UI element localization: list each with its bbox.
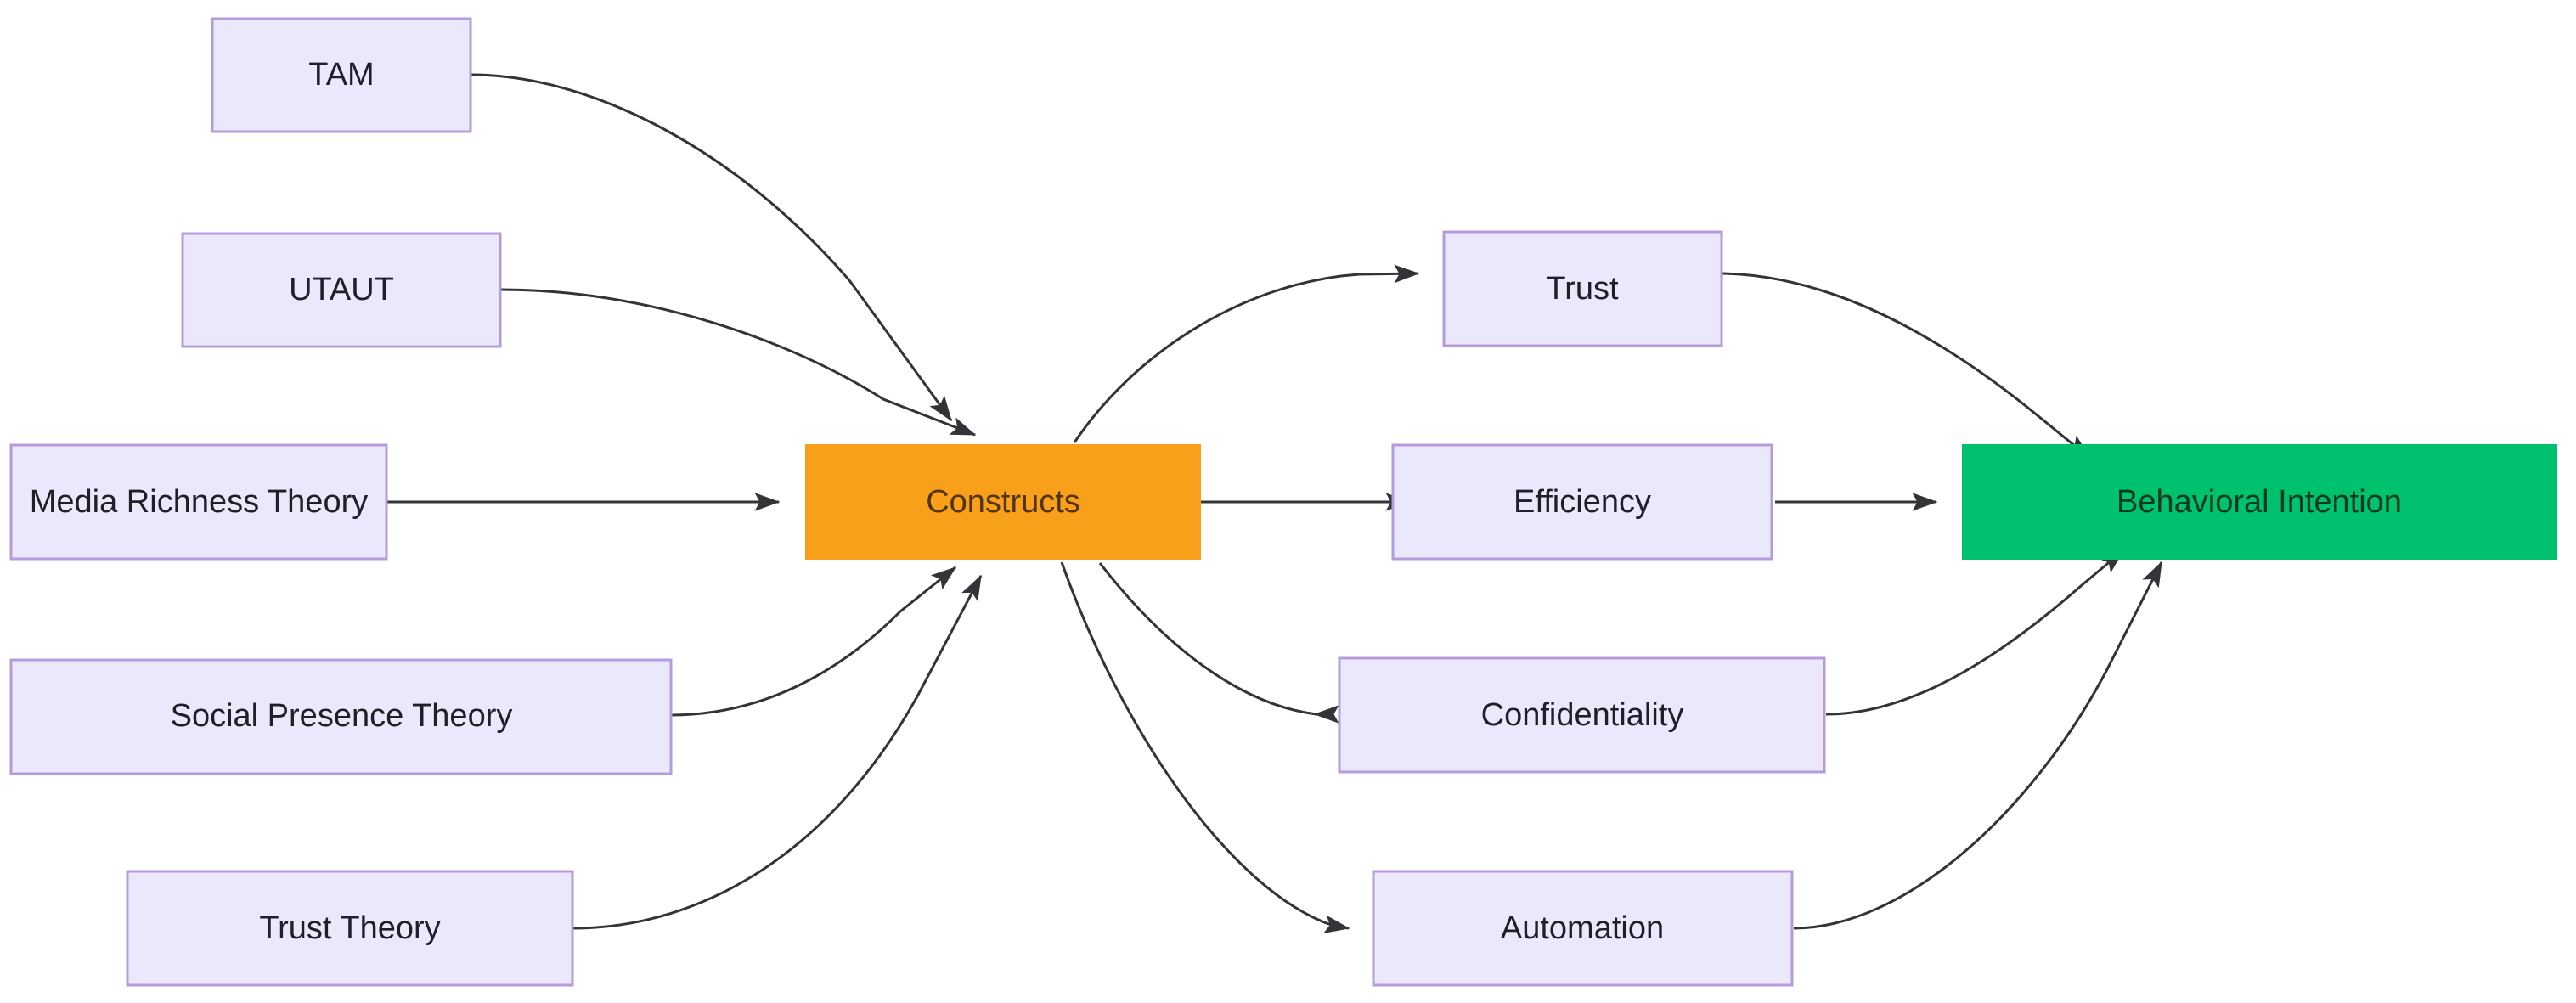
edge-trust-to-behavioral-intention [1721, 272, 2091, 459]
node-behavioral-intention[interactable]: Behavioral Intention [1962, 444, 2557, 560]
node-tam-box[interactable] [211, 17, 472, 133]
edge-confidentiality-to-behavioral-intention [1825, 549, 2125, 716]
edge-utaut-to-constructs [499, 288, 977, 437]
node-efficiency[interactable]: Efficiency [1391, 443, 1773, 561]
edge-constructs-to-automation [1060, 561, 1350, 933]
node-automation[interactable]: Automation [1372, 870, 1794, 987]
edge-layer [386, 73, 2163, 933]
edge-tam-to-constructs [470, 73, 953, 422]
node-utaut-box[interactable] [181, 232, 502, 348]
node-automation-box[interactable] [1372, 870, 1794, 987]
node-trust[interactable]: Trust [1442, 230, 1723, 347]
node-constructs-box[interactable] [805, 444, 1201, 560]
node-confidentiality[interactable]: Confidentiality [1338, 656, 1826, 774]
node-tam[interactable]: TAM [211, 17, 472, 133]
node-social-presence-theory-box[interactable] [9, 658, 673, 775]
edge-constructs-to-trust [1073, 264, 1420, 443]
node-trust-theory-box[interactable] [126, 870, 574, 987]
node-constructs[interactable]: Constructs [805, 444, 1201, 560]
edge-social-presence-to-constructs [670, 566, 957, 717]
edge-automation-to-behavioral-intention [1793, 561, 2163, 930]
node-behavioral-intention-box[interactable] [1962, 444, 2557, 560]
node-layer: TAM UTAUT Media Richness Theory Social P… [9, 17, 2557, 987]
node-media-richness-theory-box[interactable] [9, 443, 388, 561]
edge-trust-theory-to-constructs [572, 574, 983, 930]
node-confidentiality-box[interactable] [1338, 656, 1826, 774]
node-utaut[interactable]: UTAUT [181, 232, 502, 348]
node-social-presence-theory[interactable]: Social Presence Theory [9, 658, 673, 775]
node-efficiency-box[interactable] [1391, 443, 1773, 561]
edge-constructs-to-confidentiality [1098, 562, 1339, 724]
node-trust-box[interactable] [1442, 230, 1723, 347]
node-trust-theory[interactable]: Trust Theory [126, 870, 574, 987]
node-media-richness-theory[interactable]: Media Richness Theory [9, 443, 388, 561]
